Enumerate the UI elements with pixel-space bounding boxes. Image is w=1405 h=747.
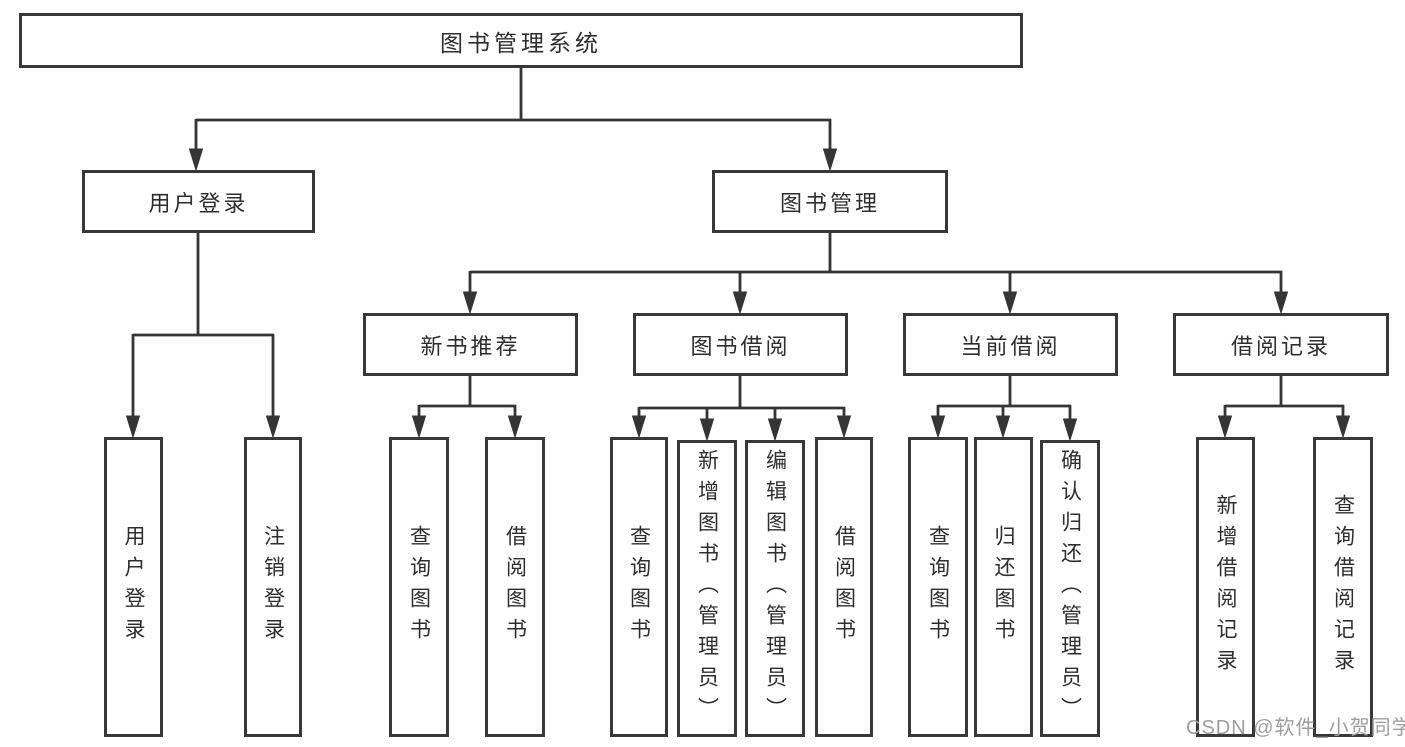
connector-current-split bbox=[930, 376, 1078, 442]
node-book-management-label: 图书管理 bbox=[779, 190, 880, 216]
node-new-book-recommend: 新书推荐 bbox=[363, 313, 578, 376]
node-borrow-record: 借阅记录 bbox=[1173, 313, 1389, 376]
node-user-login: 用户登录 bbox=[82, 170, 315, 233]
leaf-borrow-add-admin: 新增图书（管理员） bbox=[677, 440, 737, 737]
leaf-logout-label: 注销登录 bbox=[261, 525, 285, 649]
node-book-borrow: 图书借阅 bbox=[633, 313, 848, 376]
leaf-current-confirm-admin: 确认归还（管理员） bbox=[1040, 440, 1100, 737]
connector-management-split bbox=[462, 233, 1289, 315]
node-current-borrow-label: 当前借阅 bbox=[960, 333, 1061, 359]
node-root-system: 图书管理系统 bbox=[19, 13, 1023, 68]
csdn-watermark: CSDN @软件_小贺同学 bbox=[1186, 717, 1405, 739]
leaf-newbook-borrow: 借阅图书 bbox=[485, 437, 545, 737]
connector-record-split bbox=[1217, 376, 1351, 439]
leaf-borrow-edit-admin-label: 编辑图书（管理员） bbox=[763, 449, 787, 728]
connector-borrow-split bbox=[631, 376, 852, 442]
leaf-record-query-label: 查询借阅记录 bbox=[1331, 494, 1355, 680]
connector-root-split bbox=[188, 68, 838, 172]
node-new-book-recommend-label: 新书推荐 bbox=[420, 333, 521, 359]
leaf-record-add-label: 新增借阅记录 bbox=[1214, 494, 1237, 680]
connector-login-split bbox=[125, 233, 281, 439]
leaf-borrow-book-label: 借阅图书 bbox=[832, 525, 856, 649]
leaf-borrow-query: 查询图书 bbox=[610, 437, 668, 737]
node-borrow-record-label: 借阅记录 bbox=[1230, 333, 1331, 359]
leaf-current-return: 归还图书 bbox=[974, 437, 1033, 737]
node-book-management: 图书管理 bbox=[712, 170, 948, 233]
leaf-newbook-query-label: 查询图书 bbox=[407, 525, 431, 649]
leaf-borrow-query-label: 查询图书 bbox=[627, 525, 651, 649]
leaf-record-query: 查询借阅记录 bbox=[1313, 437, 1373, 737]
leaf-current-query: 查询图书 bbox=[908, 437, 968, 737]
node-current-borrow: 当前借阅 bbox=[903, 313, 1118, 376]
leaf-current-return-label: 归还图书 bbox=[992, 525, 1015, 649]
node-book-borrow-label: 图书借阅 bbox=[690, 333, 791, 359]
node-root-label: 图书管理系统 bbox=[440, 29, 602, 56]
leaf-user-login-label: 用户登录 bbox=[122, 525, 145, 649]
leaf-logout: 注销登录 bbox=[244, 437, 302, 737]
node-user-login-label: 用户登录 bbox=[148, 190, 249, 216]
leaf-newbook-query: 查询图书 bbox=[389, 437, 449, 737]
connector-newbook-split bbox=[411, 376, 523, 439]
leaf-record-add: 新增借阅记录 bbox=[1196, 437, 1255, 737]
leaf-borrow-edit-admin: 编辑图书（管理员） bbox=[745, 440, 805, 737]
leaf-current-confirm-admin-label: 确认归还（管理员） bbox=[1058, 449, 1082, 728]
leaf-newbook-borrow-label: 借阅图书 bbox=[503, 525, 527, 649]
leaf-user-login: 用户登录 bbox=[104, 437, 163, 737]
leaf-current-query-label: 查询图书 bbox=[926, 525, 950, 649]
leaf-borrow-add-admin-label: 新增图书（管理员） bbox=[695, 449, 719, 728]
leaf-borrow-book: 借阅图书 bbox=[815, 437, 873, 737]
